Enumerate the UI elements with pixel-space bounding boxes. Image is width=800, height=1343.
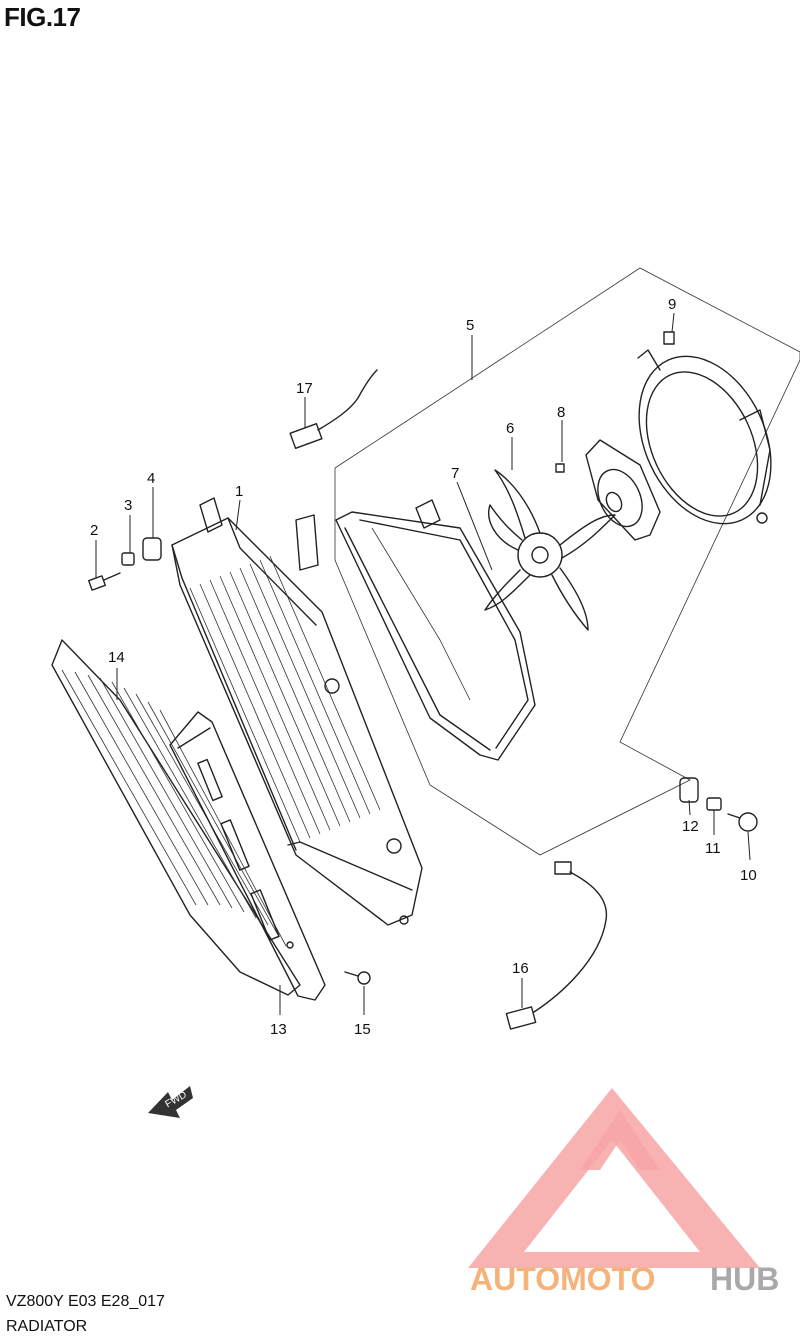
collar-3 <box>121 552 135 566</box>
callout-15: 15 <box>354 1021 371 1038</box>
callout-3: 3 <box>124 497 132 514</box>
callout-10: 10 <box>740 867 757 884</box>
automotohub-logo: AUTOMOTO HUB <box>468 1088 779 1297</box>
callout-8: 8 <box>557 404 565 421</box>
callout-5: 5 <box>466 317 474 334</box>
model-code: VZ800Y E03 E28_017 <box>6 1293 165 1310</box>
thermo-switch-16 <box>505 861 608 1030</box>
callout-14: 14 <box>108 649 125 666</box>
callout-6: 6 <box>506 420 514 437</box>
callout-9: 9 <box>668 296 676 313</box>
logo-inner-cut <box>524 1140 700 1252</box>
radiator-core <box>171 497 423 926</box>
screw-9 <box>663 331 675 345</box>
fwd-arrow-icon: FWD <box>148 1086 193 1118</box>
screw-15 <box>344 971 371 985</box>
bolt-2 <box>88 572 121 591</box>
logo-text-primary: AUTOMOTO <box>470 1261 655 1297</box>
callout-17: 17 <box>296 380 313 397</box>
callout-1: 1 <box>235 483 243 500</box>
grommet-12 <box>679 777 699 803</box>
fan-cover <box>637 349 772 525</box>
figure-title: FIG.17 <box>4 2 81 32</box>
callout-16: 16 <box>512 960 529 977</box>
bolt-10 <box>727 812 758 832</box>
screw-8 <box>555 463 565 473</box>
radiator-grille <box>51 639 301 996</box>
callout-7: 7 <box>451 465 459 482</box>
thermo-switch-17 <box>289 369 378 450</box>
logo-inner-m <box>580 1110 660 1170</box>
callout-13: 13 <box>270 1021 287 1038</box>
callout-12: 12 <box>682 818 699 835</box>
side-cover <box>169 711 326 1001</box>
grommet-4 <box>142 537 162 561</box>
group-bracket-5 <box>334 267 800 856</box>
callout-2: 2 <box>90 522 98 539</box>
callout-11: 11 <box>705 840 721 857</box>
fan-shroud <box>335 499 536 761</box>
section-name: RADIATOR <box>6 1318 88 1335</box>
fan-blade <box>484 469 616 631</box>
callout-4: 4 <box>147 470 155 487</box>
logo-text-secondary: HUB <box>710 1261 779 1297</box>
fan-motor <box>585 439 661 541</box>
collar-11 <box>706 797 722 811</box>
